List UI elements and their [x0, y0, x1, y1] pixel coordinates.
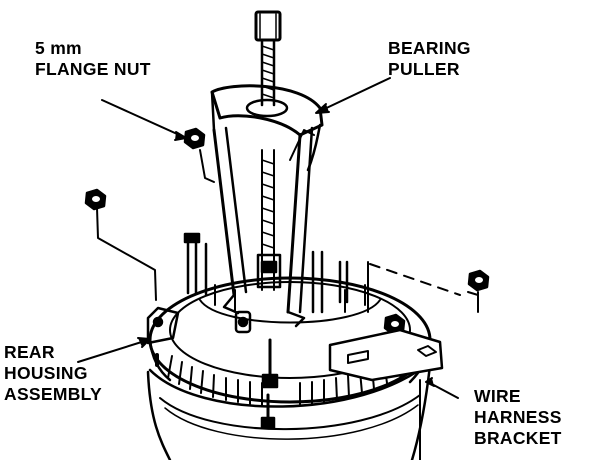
- alternator-body: [146, 360, 432, 460]
- leader-lines: [77, 77, 479, 460]
- bearing-puller: [210, 10, 324, 328]
- flange-nut-label-line2: FLANGE NUT: [35, 59, 151, 79]
- left-nut-icon: [84, 188, 107, 211]
- rear-housing-label-line3: ASSEMBLY: [4, 384, 103, 404]
- bearing-puller-label-line1: BEARING: [388, 38, 471, 58]
- wire-harness-label-line1: WIRE: [474, 386, 521, 406]
- right-nut-icon: [467, 269, 490, 292]
- wire-harness-label-line2: HARNESS: [474, 407, 562, 427]
- wire-harness-bracket: [328, 328, 444, 382]
- wire-harness-label-line3: BRACKET: [474, 428, 562, 448]
- flange-nut-icon: [183, 127, 206, 150]
- wire-harness-label: WIRE HARNESS BRACKET: [474, 386, 562, 449]
- rear-housing-label-line2: HOUSING: [4, 363, 88, 383]
- rear-housing-label-line1: REAR: [4, 342, 55, 362]
- bearing-puller-label: BEARING PULLER: [388, 38, 471, 80]
- rear-housing-label: REAR HOUSING ASSEMBLY: [4, 342, 102, 405]
- flange-nut-label-line1: 5 mm: [35, 38, 82, 58]
- bearing-puller-label-line2: PULLER: [388, 59, 460, 79]
- flange-nut-label: 5 mm FLANGE NUT: [35, 38, 151, 80]
